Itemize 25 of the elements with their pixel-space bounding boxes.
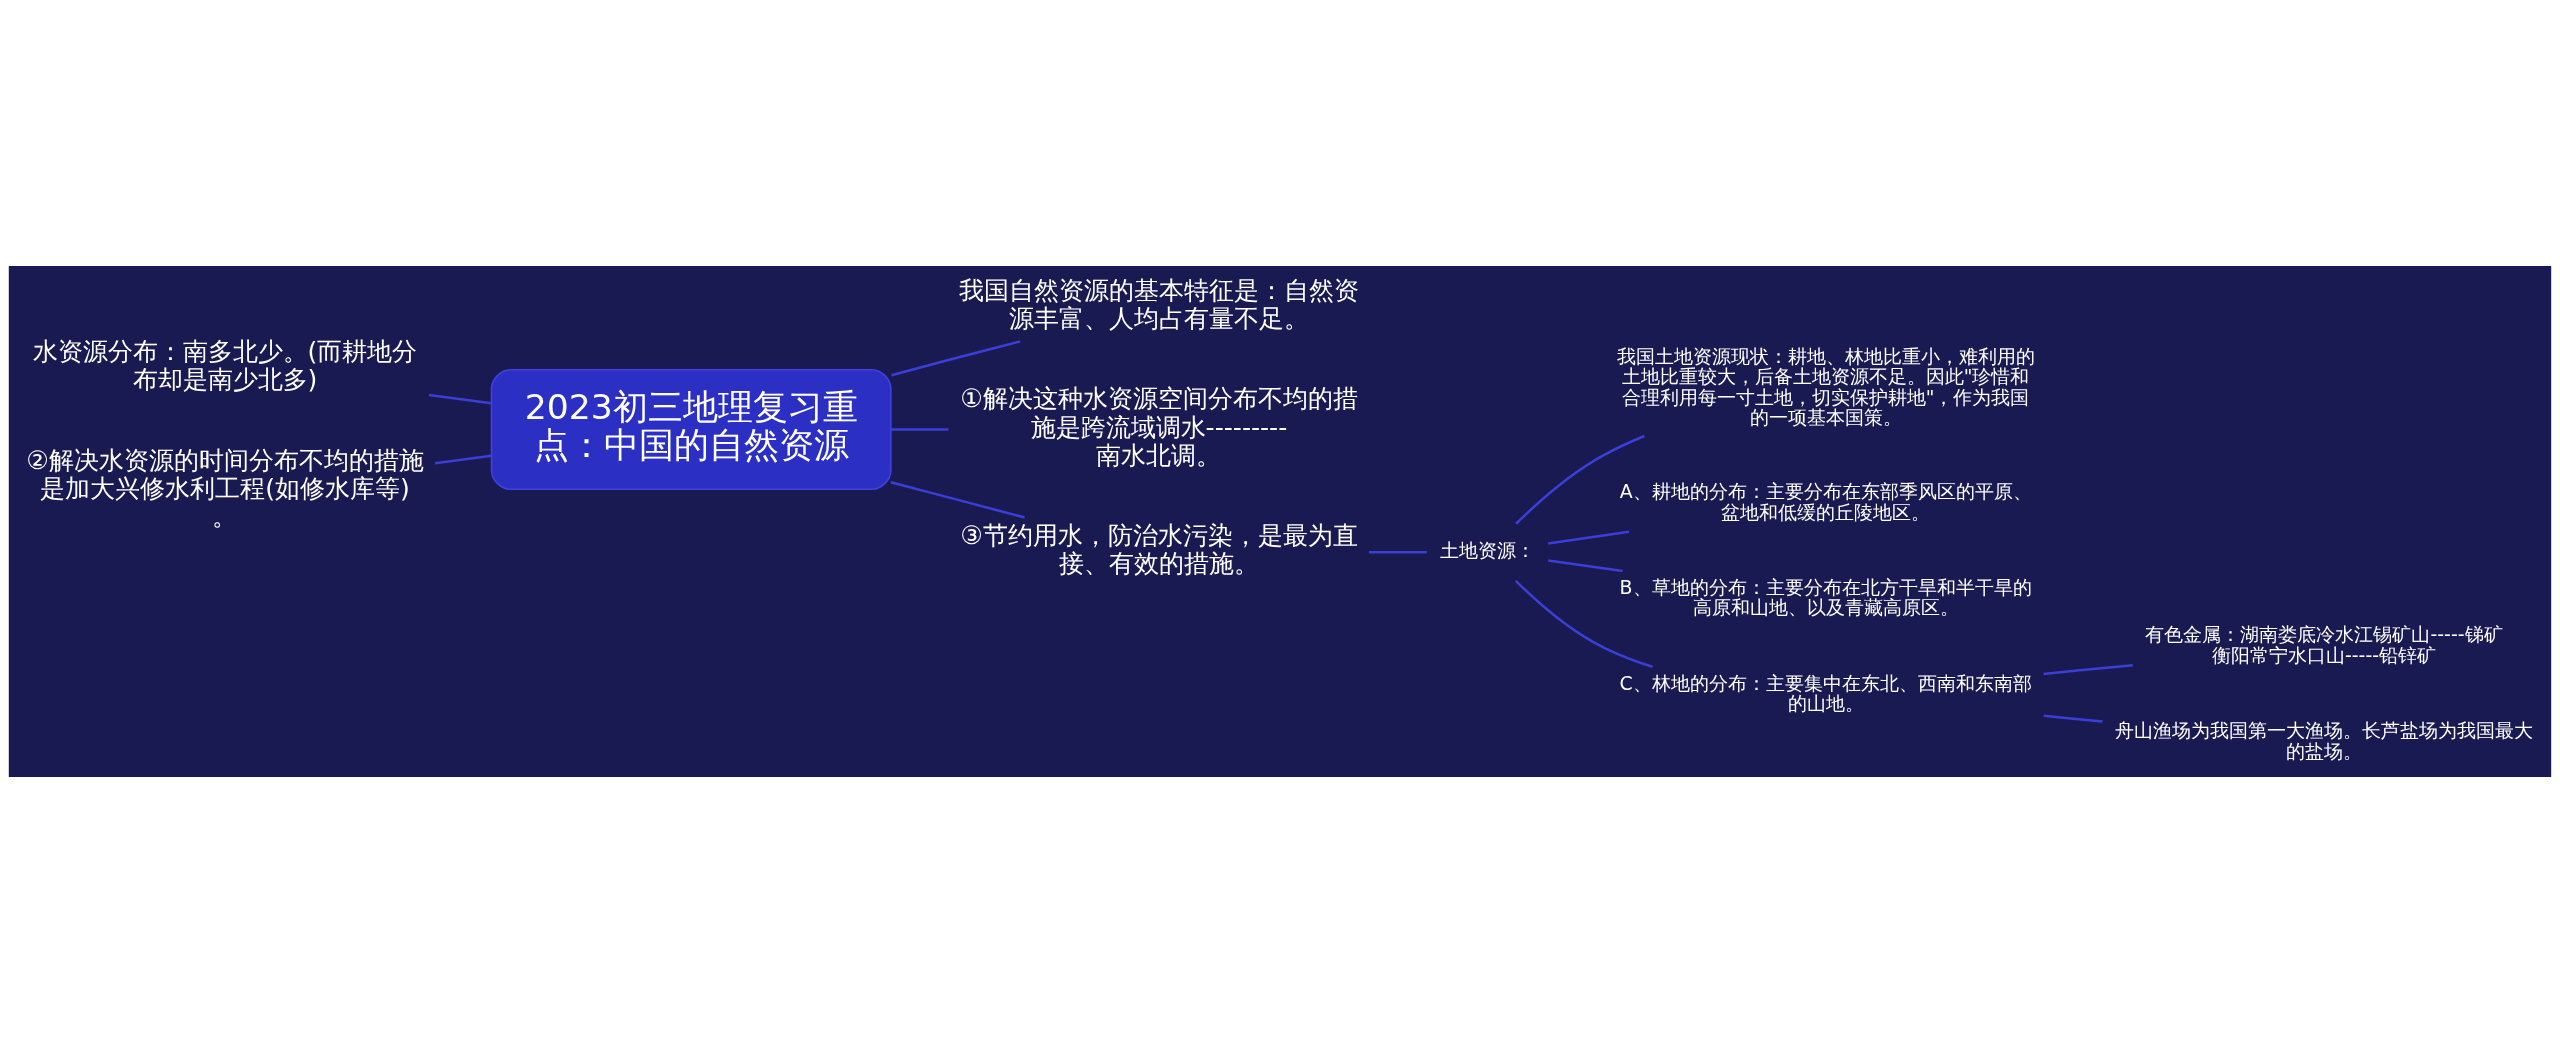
- connector: [890, 480, 1025, 519]
- node-box: 2023初三地理复习重点：中国的自然资源: [490, 369, 892, 491]
- node-text: 我国自然资源的基本特征是：自然资源丰富、人均占有量不足。: [958, 275, 1359, 334]
- connector: [1368, 550, 1427, 554]
- connector: [2043, 663, 2133, 676]
- connector: [428, 393, 492, 405]
- node-text: ②解决水资源的时间分布不均的措施是加大兴修水利工程(如修水库等)。: [26, 445, 424, 532]
- connector: [891, 340, 1021, 377]
- connector: [1548, 559, 1623, 573]
- connector: [2043, 714, 2103, 723]
- connector: [1548, 530, 1630, 545]
- node-text: ③节约用水，防治水污染，是最为直接、有效的措施。: [960, 520, 1358, 579]
- connector: [1514, 579, 1653, 668]
- connector: [891, 428, 949, 431]
- node-text: 舟山渔场为我国第一大渔场。长芦盐场为我国最大的盐场。: [2115, 719, 2534, 762]
- node-text: B、草地的分布：主要分布在北方干旱和半干旱的高原和山地、以及青藏高原区。: [1619, 575, 2032, 619]
- node-text: 土地资源：: [1440, 539, 1536, 562]
- node-text: 水资源分布：南多北少。(而耕地分布却是南少北多): [32, 337, 418, 395]
- node-text: 我国土地资源现状：耕地、林地比重小，难利用的土地比重较大，后备土地资源不足。因此"珍惜和合理利用每一寸土地，切实保护耕地"，作为我国的一项基本国策。: [1616, 344, 2035, 429]
- node-text: A、耕地的分布：主要分布在东部季风区的平原、盆地和低缓的丘陵地区。: [1619, 480, 2032, 523]
- node-text: ①解决这种水资源空间分布不均的措施是跨流域调水---------南水北调。: [960, 384, 1358, 470]
- node-text: C、林地的分布：主要集中在东北、西南和东南部的山地。: [1619, 671, 2032, 715]
- node-text: 有色金属：湖南娄底冷水江锡矿山-----锑矿衡阳常宁水口山-----铅锌矿: [2145, 623, 2503, 666]
- connector: [1515, 434, 1645, 525]
- connector: [434, 454, 492, 465]
